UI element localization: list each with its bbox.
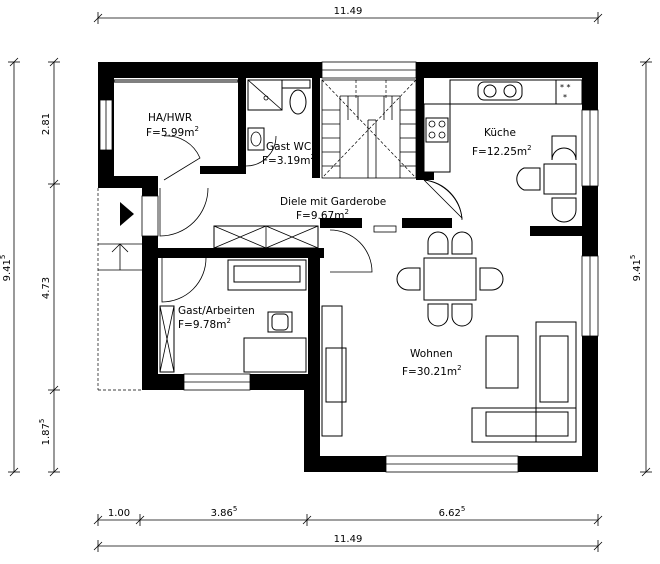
room-area-ha-hwr: F=5.99m2: [146, 125, 199, 139]
dimension-lines: [8, 12, 652, 552]
dim-right-total: 9.415: [629, 255, 643, 282]
wc-fixtures: [113, 79, 311, 151]
kitchen-fixtures: * * *: [423, 79, 583, 223]
dim-left-seg2: 4.73: [41, 277, 52, 299]
living-room-furniture: [321, 231, 577, 443]
room-area-gast-wc: F=3.19m2: [262, 153, 315, 167]
entrance: [97, 188, 142, 391]
dim-bottom-seg2: 3.865: [211, 505, 238, 519]
room-area-diele: F=9.67m2: [296, 208, 349, 222]
staircase: [321, 79, 417, 179]
room-name-gast-arbeit: Gast/Arbeirten: [178, 305, 255, 317]
room-area-wohnen: F=30.21m2: [402, 364, 462, 378]
dim-top-total: 11.49: [334, 6, 363, 17]
dim-left-seg1: 2.81: [41, 113, 52, 135]
wardrobe: [213, 225, 319, 249]
windows: [99, 61, 599, 473]
svg-text:*: *: [563, 93, 567, 102]
dim-left-total: 9.415: [0, 255, 13, 282]
dim-left-seg3: 1.875: [38, 419, 52, 446]
dim-bottom-seg3: 6.625: [439, 505, 466, 519]
svg-text:* *: * *: [560, 83, 571, 92]
room-name-diele: Diele mit Garderobe: [280, 196, 386, 208]
dim-bottom-total: 11.49: [334, 534, 363, 545]
dim-bottom-seg1: 1.00: [108, 508, 130, 519]
room-area-gast-arbeit: F=9.78m2: [178, 317, 231, 331]
room-name-kueche: Küche: [484, 127, 516, 139]
guest-room-furniture: [159, 259, 307, 373]
doors: [159, 135, 463, 303]
room-labels: HA/HWR F=5.99m2 Gast WC F=3.19m2 Küche F…: [146, 112, 532, 378]
room-area-kueche: F=12.25m2: [472, 144, 532, 158]
room-name-gast-wc: Gast WC: [266, 141, 311, 153]
room-name-ha-hwr: HA/HWR: [148, 112, 192, 124]
room-name-wohnen: Wohnen: [410, 348, 453, 360]
